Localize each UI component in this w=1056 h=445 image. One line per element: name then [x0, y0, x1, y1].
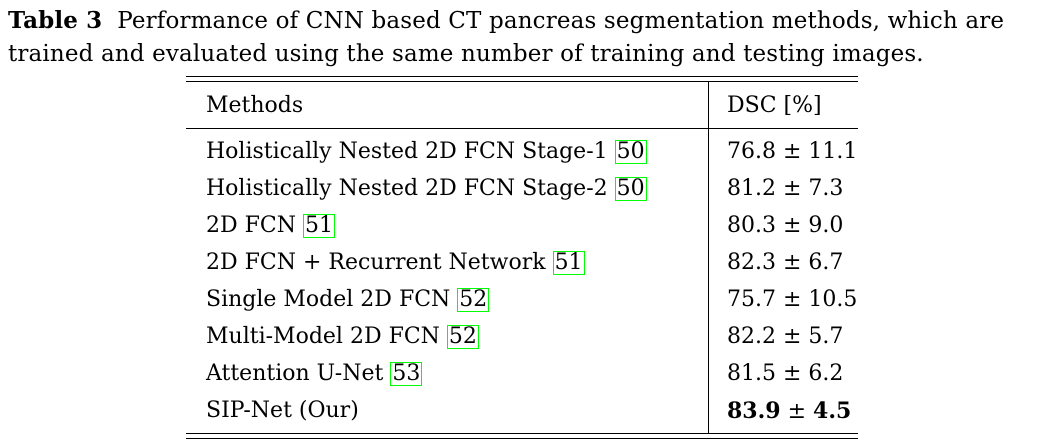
dsc-cell: 81.5 ± 6.2 [709, 355, 859, 392]
citation-link[interactable]: 51 [302, 213, 335, 238]
table-row: Holistically Nested 2D FCN Stage-1 50 76… [186, 133, 858, 170]
dsc-sd: 6.2 [808, 361, 844, 386]
caption-text: Performance of CNN based CT pancreas seg… [8, 8, 1005, 67]
method-cell: Single Model 2D FCN 52 [186, 281, 709, 318]
top-rule-2 [186, 81, 858, 82]
plus-minus: ± [782, 176, 802, 201]
table-row: Multi-Model 2D FCN 52 82.2 ± 5.7 [186, 318, 858, 355]
header-dsc: DSC [%] [727, 92, 822, 118]
citation-link[interactable]: 51 [552, 250, 585, 275]
mid-rule [186, 128, 858, 129]
citation-link[interactable]: 50 [614, 176, 647, 201]
plus-minus: ± [782, 324, 802, 349]
plus-minus: ± [782, 361, 802, 386]
dsc-mean: 75.7 [727, 287, 776, 312]
citation-link[interactable]: 52 [457, 287, 490, 312]
bottom-rule-1 [186, 433, 858, 434]
caption-label: Table 3 [8, 7, 103, 34]
method-name: 2D FCN [206, 213, 296, 238]
table-row: Holistically Nested 2D FCN Stage-2 50 81… [186, 170, 858, 207]
results-table: Methods DSC [%] [186, 82, 858, 128]
plus-minus: ± [782, 287, 802, 312]
dsc-sd: 11.1 [808, 139, 858, 164]
table-caption: Table 3 Performance of CNN based CT panc… [8, 4, 1052, 71]
dsc-cell: 76.8 ± 11.1 [709, 133, 859, 170]
dsc-cell: 82.2 ± 5.7 [709, 318, 859, 355]
method-name: Single Model 2D FCN [206, 287, 451, 312]
method-cell: Holistically Nested 2D FCN Stage-2 50 [186, 170, 709, 207]
method-name: Multi-Model 2D FCN [206, 324, 440, 349]
plus-minus: ± [782, 139, 802, 164]
table-row: Single Model 2D FCN 52 75.7 ± 10.5 [186, 281, 858, 318]
dsc-cell: 81.2 ± 7.3 [709, 170, 859, 207]
dsc-sd: 6.7 [808, 250, 844, 275]
citation-link[interactable]: 50 [614, 139, 647, 164]
header-methods: Methods [186, 82, 709, 128]
method-cell: Attention U-Net 53 [186, 355, 709, 392]
dsc-cell: 75.7 ± 10.5 [709, 281, 859, 318]
plus-minus: ± [787, 398, 807, 424]
method-cell: 2D FCN 51 [186, 207, 709, 244]
dsc-mean: 81.2 [727, 176, 776, 201]
dsc-sd: 4.5 [813, 397, 852, 424]
method-cell: SIP-Net (Our) [186, 392, 709, 429]
bottom-rule-2 [186, 438, 858, 439]
results-table-wrapper: Methods DSC [%] Holistically Nested 2D F… [186, 76, 858, 439]
results-table-body: Holistically Nested 2D FCN Stage-1 50 76… [186, 129, 858, 433]
table-row: SIP-Net (Our) 83.9 ± 4.5 [186, 392, 858, 429]
dsc-mean: 83.9 [727, 397, 781, 424]
citation-link[interactable]: 53 [390, 361, 423, 386]
dsc-sd: 10.5 [808, 287, 858, 312]
dsc-cell: 82.3 ± 6.7 [709, 244, 859, 281]
method-cell: Multi-Model 2D FCN 52 [186, 318, 709, 355]
method-name: 2D FCN + Recurrent Network [206, 250, 546, 275]
method-name: Attention U-Net [206, 361, 384, 386]
citation-link[interactable]: 52 [446, 324, 479, 349]
dsc-mean: 80.3 [727, 213, 776, 238]
dsc-sd: 9.0 [808, 213, 844, 238]
dsc-sd: 5.7 [808, 324, 844, 349]
dsc-sd: 7.3 [808, 176, 844, 201]
table-row: Attention U-Net 53 81.5 ± 6.2 [186, 355, 858, 392]
method-name: Holistically Nested 2D FCN Stage-1 [206, 139, 608, 164]
method-cell: Holistically Nested 2D FCN Stage-1 50 [186, 133, 709, 170]
top-rule-1 [186, 76, 858, 77]
dsc-cell: 83.9 ± 4.5 [709, 392, 859, 429]
table-row: 2D FCN + Recurrent Network 51 82.3 ± 6.7 [186, 244, 858, 281]
dsc-mean: 82.2 [727, 324, 776, 349]
method-name: Holistically Nested 2D FCN Stage-2 [206, 176, 608, 201]
dsc-cell: 80.3 ± 9.0 [709, 207, 859, 244]
method-name: SIP-Net (Our) [206, 398, 359, 423]
dsc-mean: 81.5 [727, 361, 776, 386]
header-row: Methods DSC [%] [186, 82, 858, 128]
table-row: 2D FCN 51 80.3 ± 9.0 [186, 207, 858, 244]
dsc-mean: 82.3 [727, 250, 776, 275]
dsc-mean: 76.8 [727, 139, 776, 164]
plus-minus: ± [782, 213, 802, 238]
plus-minus: ± [782, 250, 802, 275]
method-cell: 2D FCN + Recurrent Network 51 [186, 244, 709, 281]
